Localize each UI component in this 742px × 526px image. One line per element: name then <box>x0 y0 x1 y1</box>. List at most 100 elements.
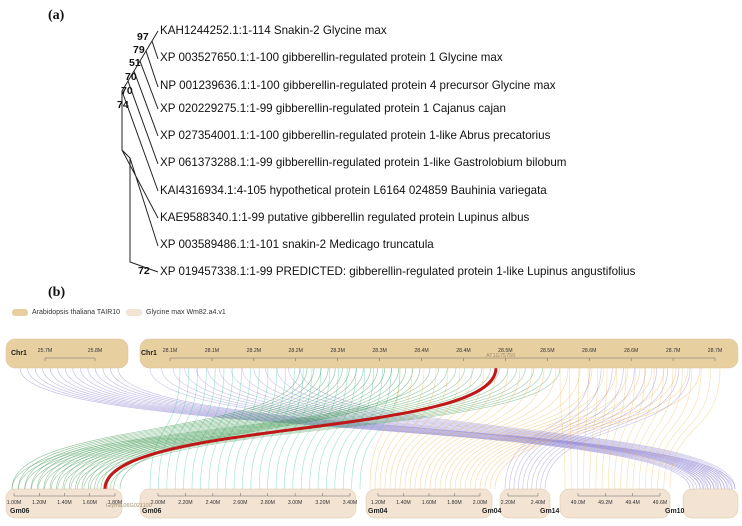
synteny-link <box>75 367 371 490</box>
synteny-link <box>24 367 448 490</box>
top-chromosome <box>5 338 129 369</box>
legend-item: Glycine max Wm82.a4.v1 <box>126 309 226 316</box>
synteny-link <box>18 367 439 490</box>
synteny-link <box>218 367 717 490</box>
synteny-link <box>518 367 624 490</box>
bootstrap-value: 51 <box>129 57 141 69</box>
synteny-link <box>644 367 683 490</box>
synteny-link <box>369 367 401 490</box>
synteny-link <box>250 367 286 490</box>
tick-label: 3.40M <box>343 500 357 506</box>
synteny-link <box>242 367 722 490</box>
synteny-link <box>342 367 383 490</box>
tick-label: 25.8M <box>88 348 102 354</box>
synteny-link <box>49 367 343 490</box>
synteny-link <box>34 367 698 490</box>
tick-label: 1.00M <box>7 500 21 506</box>
synteny-link <box>149 367 701 490</box>
synteny-link <box>57 367 708 490</box>
synteny-link <box>540 367 680 490</box>
tree-leaf: NP 001239636.1:1-100 gibberellin-regulat… <box>160 79 556 92</box>
synteny-link <box>57 367 491 490</box>
synteny-link <box>68 367 364 490</box>
synteny-link <box>11 367 301 490</box>
synteny-link <box>27 367 694 490</box>
synteny-link <box>18 367 308 490</box>
synteny-link <box>37 367 329 490</box>
synteny-link <box>479 367 665 490</box>
tree-leaf: XP 003527650.1:1-100 gibberellin-regulat… <box>160 51 503 64</box>
chromosome-name: Gm04 <box>368 508 388 515</box>
synteny-link <box>161 367 703 490</box>
chromosome-name: Gm06 <box>142 508 162 515</box>
tick-label: 28.5M <box>498 348 512 354</box>
synteny-link <box>419 367 521 490</box>
tick-label: 1.20M <box>32 500 46 506</box>
synteny-link <box>299 367 736 490</box>
legend-label: Arabidopsis thaliana TAIR10 <box>32 309 121 316</box>
synteny-link <box>62 367 357 490</box>
tick-label: 2.60M <box>233 500 247 506</box>
tick-label: 1.60M <box>83 500 97 506</box>
tree-leaf: XP 019457338.1:1-99 PREDICTED: gibberell… <box>160 265 636 278</box>
synteny-link <box>172 367 706 490</box>
phylogenetic-tree <box>121 30 159 273</box>
tick-label: 28.3M <box>372 348 386 354</box>
synteny-link <box>620 367 646 490</box>
synteny-link <box>509 367 602 490</box>
tick-label: 1.60M <box>422 500 436 506</box>
synteny-link <box>119 367 421 490</box>
synteny-link <box>113 367 414 490</box>
synteny-link <box>632 367 664 490</box>
synteny-link <box>379 367 425 490</box>
tick-label: 25.7M <box>38 348 52 354</box>
tick-label: 28.6M <box>582 348 596 354</box>
tree-leaf: KAH1244252.1:1-114 Snakin-2 Glycine max <box>160 24 387 37</box>
bootstrap-value: 70 <box>125 71 137 83</box>
synteny-link <box>434 367 557 490</box>
tick-label: 1.80M <box>447 500 461 506</box>
synteny-link <box>49 367 705 490</box>
tick-label: 2.40M <box>531 500 545 506</box>
synteny-link <box>80 367 718 490</box>
synteny-link <box>459 367 617 490</box>
synteny-link <box>267 367 304 490</box>
synteny-link <box>326 367 366 490</box>
synteny-link <box>87 367 386 490</box>
synteny-link <box>489 367 689 490</box>
synteny-link <box>64 367 712 490</box>
synteny-link <box>424 367 533 490</box>
synteny-link <box>389 367 449 490</box>
synteny-link <box>614 367 636 490</box>
tick-label: 49.6M <box>653 500 667 506</box>
bootstrap-value: 74 <box>117 99 129 111</box>
chromosome-name: Gm10 <box>665 508 685 515</box>
synteny-link <box>56 367 350 490</box>
synteny-link <box>216 367 251 490</box>
synteny-link <box>300 367 339 490</box>
synteny-link <box>149 367 181 490</box>
tick-label: 28.7M <box>708 348 722 354</box>
synteny-link <box>81 367 378 490</box>
tick-label: 1.20M <box>371 500 385 506</box>
synteny-link <box>531 367 657 490</box>
legend-item: Arabidopsis thaliana TAIR10 <box>12 309 120 316</box>
tick-label: 28.7M <box>666 348 680 354</box>
synteny-link <box>638 367 674 490</box>
tick-label: 49.2M <box>598 500 612 506</box>
synteny-link <box>351 367 392 490</box>
tick-label: 2.00M <box>151 500 165 506</box>
synteny-link <box>43 367 336 490</box>
synteny-link <box>253 367 725 490</box>
tree-leaf: XP 020229275.1:1-99 gibberellin-regulate… <box>160 102 506 115</box>
tree-leaf: XP 061373288.1:1-99 gibberellin-regulate… <box>160 156 567 169</box>
tree-leaf: XP 027354001.1:1-100 gibberellin-regulat… <box>160 129 551 142</box>
tick-label: 28.3M <box>330 348 344 354</box>
tree-leaf: XP 003589486.1:1-101 snakin-2 Medicago t… <box>160 238 434 251</box>
tick-label: 28.4M <box>456 348 470 354</box>
bottom-chromosome <box>682 488 739 519</box>
synteny-link <box>409 367 497 490</box>
synteny-link <box>522 367 635 490</box>
synteny-link <box>158 367 190 490</box>
synteny-link <box>626 367 655 490</box>
